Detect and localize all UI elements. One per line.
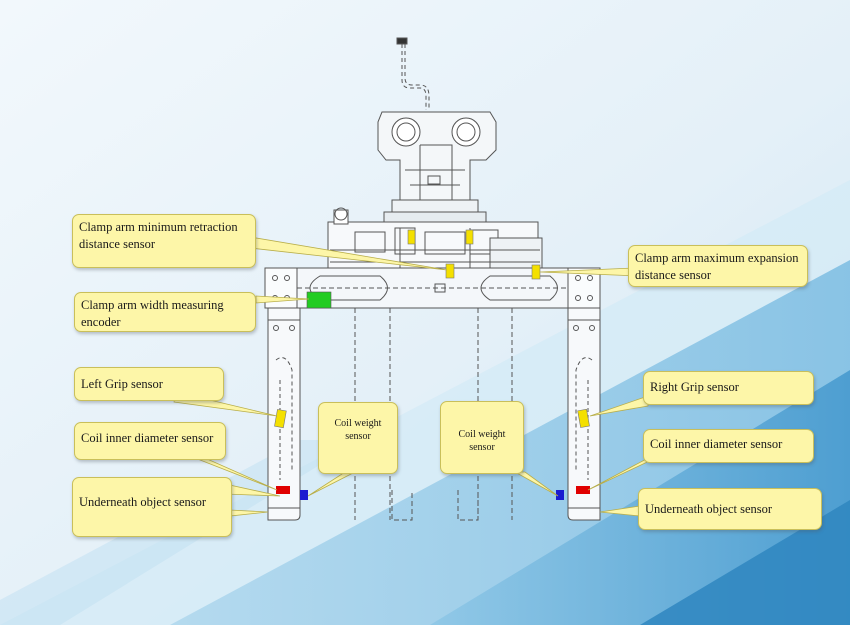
right-weight-sensor bbox=[556, 490, 564, 500]
callout-coil-weight-right: Coil weight sensor bbox=[440, 401, 524, 474]
right-inner-diameter-sensor bbox=[576, 486, 590, 494]
right-grip-sensor bbox=[577, 408, 590, 428]
width-encoder bbox=[306, 291, 332, 309]
leader-lines bbox=[173, 237, 661, 517]
left-inner-diameter-sensor bbox=[276, 486, 290, 494]
head-sensor-left bbox=[407, 229, 416, 245]
callout-clamp-min-retraction-text: Clamp arm minimum retraction distance se… bbox=[79, 220, 238, 251]
left-weight-sensor bbox=[300, 490, 308, 500]
callout-clamp-max-expansion: Clamp arm maximum expansion distance sen… bbox=[628, 245, 808, 287]
callout-clamp-max-expansion-text: Clamp arm maximum expansion distance sen… bbox=[635, 251, 799, 282]
cross-beam bbox=[264, 267, 601, 309]
left-grip-sensor bbox=[274, 409, 287, 429]
rotator-head bbox=[377, 111, 497, 223]
callout-underneath-left-text: Underneath object sensor bbox=[79, 495, 207, 509]
callout-right-grip-text: Right Grip sensor bbox=[650, 380, 739, 394]
callout-coil-weight-left-text: Coil weight sensor bbox=[334, 418, 382, 442]
min-retraction-sensor bbox=[445, 263, 455, 279]
callout-clamp-min-retraction: Clamp arm minimum retraction distance se… bbox=[72, 214, 256, 268]
hook-top bbox=[396, 37, 430, 110]
callout-coil-inner-left: Coil inner diameter sensor bbox=[74, 422, 226, 460]
callout-right-grip: Right Grip sensor bbox=[643, 371, 814, 405]
max-expansion-sensor bbox=[531, 264, 541, 280]
callout-clamp-width-encoder: Clamp arm width measuring encoder bbox=[74, 292, 256, 332]
callout-clamp-width-encoder-text: Clamp arm width measuring encoder bbox=[81, 298, 224, 329]
callout-coil-inner-left-text: Coil inner diameter sensor bbox=[81, 431, 214, 445]
callout-left-grip: Left Grip sensor bbox=[74, 367, 224, 401]
callout-underneath-left: Underneath object sensor bbox=[72, 477, 232, 537]
callout-coil-weight-left: Coil weight sensor bbox=[318, 402, 398, 474]
callout-coil-inner-right-text: Coil inner diameter sensor bbox=[650, 437, 783, 451]
callout-underneath-right-text: Underneath object sensor bbox=[645, 502, 773, 516]
callout-coil-weight-right-text: Coil weight sensor bbox=[458, 429, 506, 453]
head-sensor-right bbox=[465, 229, 474, 245]
callout-underneath-right: Underneath object sensor bbox=[638, 488, 822, 530]
callout-coil-inner-right: Coil inner diameter sensor bbox=[643, 429, 814, 463]
callout-left-grip-text: Left Grip sensor bbox=[81, 377, 163, 391]
